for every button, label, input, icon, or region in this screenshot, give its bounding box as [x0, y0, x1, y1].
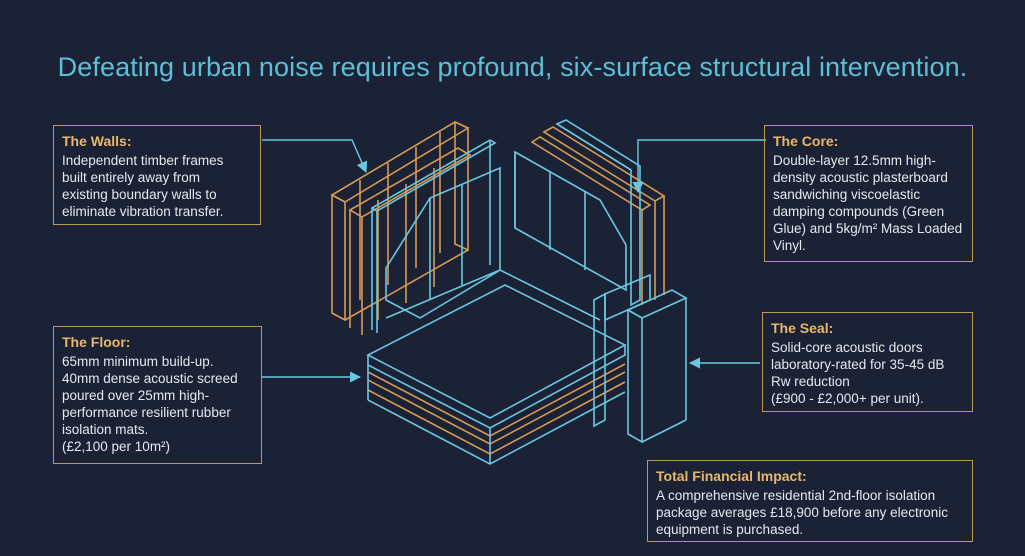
core-line: damping compounds (Green — [773, 204, 945, 219]
right-inner-walls — [499, 119, 641, 321]
walls-line: Independent timber frames — [62, 153, 224, 168]
floor-line: poured over 25mm high- — [62, 388, 210, 403]
floor-line: 65mm minimum build-up. — [62, 354, 214, 369]
floor-line: (£2,100 per 10m²) — [62, 439, 171, 454]
core-connector — [632, 139, 766, 194]
core-line: Vinyl. — [773, 238, 806, 253]
seal-line: Rw reduction — [771, 374, 850, 389]
financial-line: A comprehensive residential 2nd-floor is… — [656, 488, 936, 503]
financial-description: A comprehensive residential 2nd-floor is… — [656, 487, 964, 538]
walls-callout: The Walls: Independent timber frames bui… — [53, 125, 261, 225]
floor-layers — [366, 284, 627, 465]
floor-description: 65mm minimum build-up. 40mm dense acoust… — [62, 353, 253, 455]
core-heading: The Core: — [773, 133, 839, 149]
core-line: Glue) and 5kg/m² Mass Loaded — [773, 221, 963, 236]
left-inner-walls — [370, 139, 501, 333]
seal-line: (£900 - £2,000+ per unit). — [771, 391, 924, 406]
core-description: Double-layer 12.5mm high- density acoust… — [773, 152, 964, 254]
left-timber-frame — [330, 120, 472, 335]
financial-callout: Total Financial Impact: A comprehensive … — [647, 460, 973, 542]
floor-line: isolation mats. — [62, 422, 149, 437]
seal-callout: The Seal: Solid-core acoustic doors labo… — [762, 312, 973, 412]
walls-heading: The Walls: — [62, 133, 132, 149]
core-callout: The Core: Double-layer 12.5mm high- dens… — [764, 125, 973, 262]
seal-heading: The Seal: — [771, 320, 834, 336]
floor-line: 40mm dense acoustic screed — [62, 371, 238, 386]
seal-description: Solid-core acoustic doors laboratory-rat… — [771, 339, 964, 407]
financial-heading: Total Financial Impact: — [656, 468, 807, 484]
seal-line: laboratory-rated for 35-45 dB — [771, 357, 945, 372]
financial-line: equipment is purchased. — [656, 522, 804, 537]
acoustic-door — [593, 273, 688, 444]
walls-description: Independent timber frames built entirely… — [62, 152, 252, 220]
floor-heading: The Floor: — [62, 334, 131, 350]
walls-line: eliminate vibration transfer. — [62, 204, 224, 219]
walls-connector — [262, 139, 368, 174]
core-line: sandwiching viscoelastic — [773, 187, 921, 202]
seal-line: Solid-core acoustic doors — [771, 340, 923, 355]
core-line: Double-layer 12.5mm high- — [773, 153, 936, 168]
walls-line: built entirely away from — [62, 170, 201, 185]
floor-callout: The Floor: 65mm minimum build-up. 40mm d… — [53, 326, 262, 464]
floor-line: performance resilient rubber — [62, 405, 231, 420]
page-title: Defeating urban noise requires profound,… — [57, 52, 968, 82]
walls-line: existing boundary walls to — [62, 187, 217, 202]
core-line: density acoustic plasterboard — [773, 170, 948, 185]
right-timber-frame — [530, 126, 666, 305]
financial-line: package averages £18,900 before any elec… — [656, 505, 948, 520]
callout-connectors — [262, 139, 766, 383]
